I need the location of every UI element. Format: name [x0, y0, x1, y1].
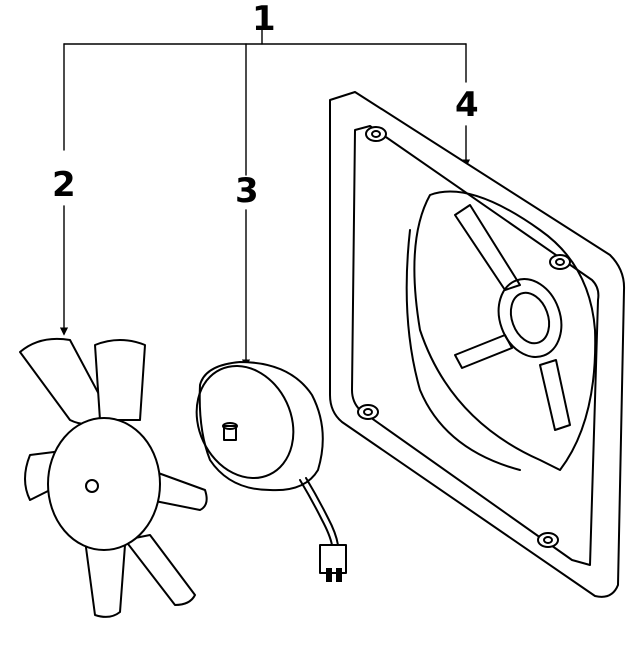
callout-2: 2 [52, 165, 76, 205]
fan-shroud [329, 91, 626, 598]
fan-blade [19, 337, 208, 618]
callout-3: 3 [235, 171, 259, 211]
callout-1: 1 [252, 0, 276, 39]
callout-4: 4 [455, 85, 479, 125]
leader-lines [59, 29, 471, 368]
fan-motor [195, 361, 347, 582]
